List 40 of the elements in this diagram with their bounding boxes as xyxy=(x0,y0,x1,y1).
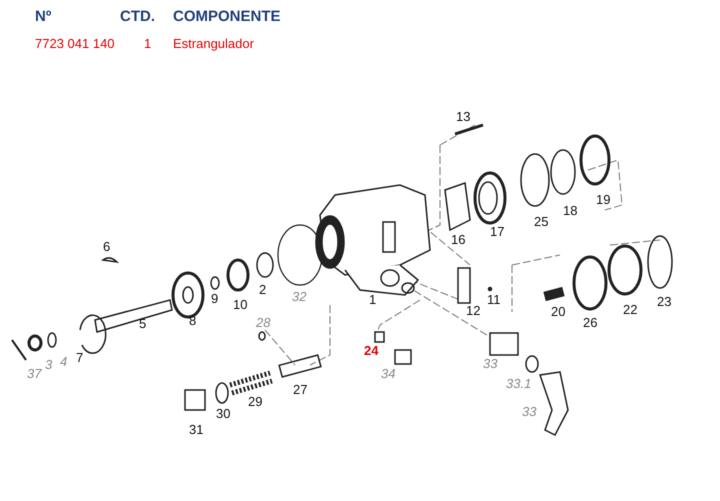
callout-number: 33 xyxy=(483,357,498,371)
callout-number: 4 xyxy=(60,355,68,369)
callout-number: 28 xyxy=(256,316,270,330)
callout-number: 37 xyxy=(27,367,42,381)
column-header: COMPONENTE xyxy=(173,10,281,24)
callout-number: 24 xyxy=(364,344,378,358)
callout-number: 27 xyxy=(293,383,308,397)
column-header: CTD. xyxy=(120,10,155,24)
callout-number: 11 xyxy=(487,293,500,307)
callout-number: 3 xyxy=(45,358,52,372)
callout-number: 18 xyxy=(563,204,578,218)
callout-number: 6 xyxy=(103,240,110,254)
table-cell: Estrangulador xyxy=(173,37,254,51)
callout-number: 26 xyxy=(583,316,598,330)
table-cell: 7723 041 140 xyxy=(35,37,115,51)
callout-number: 31 xyxy=(189,423,204,437)
callout-number: 33.1 xyxy=(506,377,532,391)
callout-number: 7 xyxy=(76,351,84,365)
callout-number: 9 xyxy=(211,292,218,306)
column-header: Nº xyxy=(35,10,52,24)
callout-number: 2 xyxy=(259,283,266,297)
callout-number: 17 xyxy=(490,225,504,239)
callout-number: 34 xyxy=(381,367,396,381)
callout-number: 1 xyxy=(369,293,376,307)
callout-number: 30 xyxy=(216,407,230,421)
callout-number: 29 xyxy=(248,395,262,409)
callout-number: 33 xyxy=(522,405,536,419)
callout-number: 12 xyxy=(466,304,480,318)
callout-number: 32 xyxy=(292,290,306,304)
callout-number: 10 xyxy=(233,298,248,312)
table-cell: 1 xyxy=(144,37,152,51)
callout-number: 13 xyxy=(456,110,470,124)
callout-number: 25 xyxy=(534,215,548,229)
callout-number: 23 xyxy=(657,295,672,309)
callout-number: 19 xyxy=(596,193,610,207)
callout-number: 5 xyxy=(139,317,146,331)
callout-number: 20 xyxy=(551,305,566,319)
callout-number: 16 xyxy=(451,233,466,247)
callout-number: 22 xyxy=(623,303,638,317)
callout-number: 8 xyxy=(189,314,196,328)
